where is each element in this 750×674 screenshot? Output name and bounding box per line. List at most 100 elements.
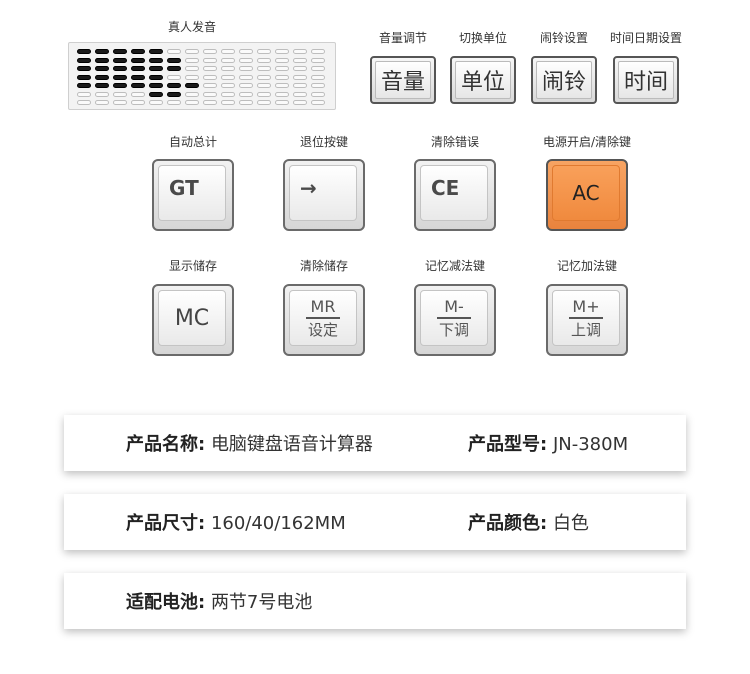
volume-button[interactable]: 音量 bbox=[370, 56, 436, 104]
unit-button[interactable]: 单位 bbox=[450, 56, 516, 104]
ce-caption: 清除错误 bbox=[430, 135, 479, 149]
spec-card-size: 产品尺寸: 160/40/162MM 产品颜色: 白色 bbox=[64, 494, 686, 550]
speaker-slot bbox=[203, 57, 217, 63]
speaker-slot bbox=[167, 49, 181, 54]
spec-card-battery: 适配电池: 两节7号电池 bbox=[64, 573, 686, 629]
gt-key[interactable]: GT bbox=[152, 159, 234, 231]
speaker-grille bbox=[68, 42, 336, 110]
time-button[interactable]: 时间 bbox=[613, 56, 679, 104]
speaker-slot bbox=[113, 49, 127, 54]
speaker-slot bbox=[275, 74, 289, 80]
speaker-slot bbox=[95, 83, 109, 88]
speaker-slot bbox=[77, 66, 91, 71]
speaker-slot bbox=[131, 83, 145, 88]
speaker-slot bbox=[239, 49, 253, 54]
product-model-value: JN-380M bbox=[552, 434, 629, 455]
mc-key[interactable]: MC bbox=[152, 284, 234, 356]
speaker-slot bbox=[221, 57, 235, 63]
battery-value: 两节7号电池 bbox=[210, 592, 313, 613]
speaker-slot bbox=[167, 83, 181, 88]
speaker-slot bbox=[275, 91, 289, 97]
speaker-slot bbox=[203, 49, 217, 54]
speaker-slot bbox=[149, 83, 163, 88]
speaker-slot bbox=[257, 57, 271, 63]
product-name-key: 产品名称: bbox=[126, 434, 206, 455]
m-plus-caption: 记忆加法键 bbox=[556, 259, 617, 273]
arrow-right-icon: → bbox=[300, 176, 317, 200]
speaker-slot bbox=[77, 91, 91, 97]
speaker-slot bbox=[131, 57, 145, 63]
product-model-key: 产品型号: bbox=[468, 434, 548, 455]
speaker-slot bbox=[149, 57, 163, 63]
speaker-slot bbox=[167, 57, 181, 63]
speaker-slot bbox=[239, 66, 253, 71]
mc-caption: 显示储存 bbox=[168, 259, 217, 273]
speaker-slot bbox=[293, 100, 307, 105]
product-name-value: 电脑键盘语音计算器 bbox=[210, 434, 373, 455]
speaker-slot bbox=[185, 91, 199, 97]
speaker-slot bbox=[167, 91, 181, 97]
speaker-slot bbox=[149, 49, 163, 54]
time-caption: 时间日期设置 bbox=[609, 31, 682, 45]
speaker-slot bbox=[221, 100, 235, 105]
speaker-slot bbox=[131, 66, 145, 71]
speaker-slot bbox=[149, 91, 163, 97]
speaker-slot bbox=[203, 100, 217, 105]
battery-key: 适配电池: bbox=[126, 592, 206, 613]
m-minus-key[interactable]: M-下调 bbox=[414, 284, 496, 356]
ce-key[interactable]: CE bbox=[414, 159, 496, 231]
speaker-slot bbox=[257, 100, 271, 105]
speaker-slot bbox=[131, 100, 145, 105]
speaker-slot bbox=[311, 91, 325, 97]
ac-key[interactable]: AC bbox=[546, 159, 628, 231]
speaker-slot bbox=[275, 83, 289, 88]
alarm-button[interactable]: 闹铃 bbox=[531, 56, 597, 104]
speaker-slot bbox=[239, 91, 253, 97]
speaker-slot bbox=[311, 83, 325, 88]
speaker-slot bbox=[257, 83, 271, 88]
speaker-slot bbox=[275, 100, 289, 105]
speaker-slot bbox=[77, 49, 91, 54]
product-size-key: 产品尺寸: bbox=[126, 513, 206, 534]
speaker-slot bbox=[293, 91, 307, 97]
speaker-slot bbox=[185, 57, 199, 63]
speaker-slot bbox=[185, 100, 199, 105]
speaker-slot bbox=[203, 91, 217, 97]
speaker-slot bbox=[275, 57, 289, 63]
speaker-slot bbox=[311, 57, 325, 63]
speaker-slot bbox=[203, 74, 217, 80]
product-color-value: 白色 bbox=[552, 513, 589, 534]
speaker-slot bbox=[77, 74, 91, 80]
speaker-slot bbox=[167, 74, 181, 80]
speaker-slot bbox=[239, 100, 253, 105]
speaker-slot bbox=[131, 91, 145, 97]
speaker-slot bbox=[95, 49, 109, 54]
speaker-slot bbox=[77, 100, 91, 105]
speaker-slot bbox=[113, 83, 127, 88]
speaker-slot bbox=[239, 57, 253, 63]
product-size-value: 160/40/162MM bbox=[210, 513, 346, 534]
speaker-slot bbox=[311, 66, 325, 71]
speaker-slot bbox=[275, 49, 289, 54]
speaker-slot bbox=[185, 83, 199, 88]
speaker-slot bbox=[113, 57, 127, 63]
speaker-slot bbox=[257, 49, 271, 54]
speaker-slot bbox=[113, 74, 127, 80]
backspace-key[interactable]: → bbox=[283, 159, 365, 231]
speaker-slot bbox=[203, 66, 217, 71]
speaker-slot bbox=[293, 83, 307, 88]
speaker-slot bbox=[185, 49, 199, 54]
unit-caption: 切换单位 bbox=[458, 31, 507, 45]
voice-label: 真人发音 bbox=[168, 20, 217, 34]
speaker-slot bbox=[293, 57, 307, 63]
speaker-slot bbox=[131, 49, 145, 54]
m-plus-key[interactable]: M+上调 bbox=[546, 284, 628, 356]
speaker-slot bbox=[311, 74, 325, 80]
speaker-slot bbox=[203, 83, 217, 88]
speaker-slot bbox=[95, 57, 109, 63]
speaker-slot bbox=[257, 91, 271, 97]
speaker-slot bbox=[77, 83, 91, 88]
speaker-slot bbox=[221, 74, 235, 80]
speaker-slot bbox=[239, 74, 253, 80]
